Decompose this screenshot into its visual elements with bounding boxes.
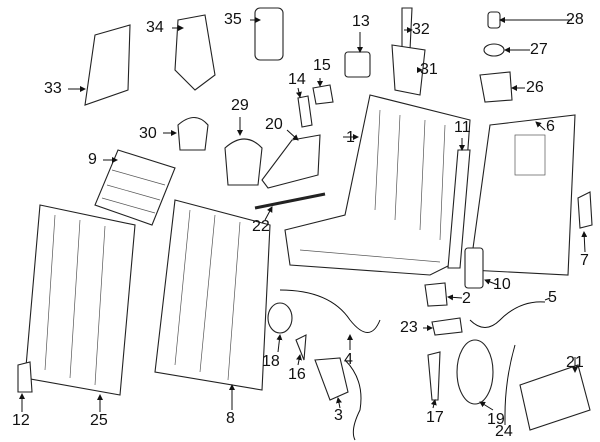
callout-5: 5 [548, 289, 557, 306]
callout-32: 32 [412, 21, 430, 38]
part-3-cable [344, 359, 362, 441]
callout-7: 7 [580, 252, 589, 269]
callout-1: 1 [346, 129, 355, 146]
callout-23: 23 [400, 319, 418, 336]
part-29-headrest [224, 138, 263, 186]
part-31-mechanism [391, 44, 426, 96]
callout-25: 25 [90, 412, 108, 429]
part-27-cap [483, 43, 505, 57]
callout-18: 18 [262, 353, 280, 370]
callout-2: 2 [462, 290, 471, 307]
part-26-handle [479, 71, 513, 103]
callout-20: 20 [265, 116, 283, 133]
callout-26: 26 [526, 79, 544, 96]
part-30-headrest [177, 116, 209, 151]
callout-31: 31 [420, 61, 438, 78]
callout-35: 35 [224, 11, 242, 28]
callout-29: 29 [231, 97, 249, 114]
part-18-cover [267, 302, 293, 334]
part-32-latch [401, 7, 413, 51]
part-24-cable [504, 344, 516, 416]
callout-24: 24 [495, 423, 513, 440]
callout-19: 19 [487, 411, 505, 428]
part-33-headrest-cover [84, 24, 131, 106]
part-22-gas-strut [254, 192, 326, 210]
part-35-armrest [254, 7, 284, 61]
part-6-back-panel [469, 114, 576, 276]
part-34-panel [174, 14, 216, 91]
callout-30: 30 [139, 125, 157, 142]
part-19-cover [456, 339, 494, 405]
part-3-latch [314, 357, 349, 401]
callout-27: 27 [530, 41, 548, 58]
callout-14: 14 [288, 71, 306, 88]
part-5-cable [469, 301, 546, 328]
part-2-latch [424, 282, 448, 307]
callout-9: 9 [88, 151, 97, 168]
callout-8: 8 [226, 410, 235, 427]
callout-34: 34 [146, 19, 164, 36]
part-12-cover [17, 361, 33, 393]
callout-16: 16 [288, 366, 306, 383]
part-21-side-cover [519, 364, 591, 431]
callout-10: 10 [493, 276, 511, 293]
part-7-cover [577, 191, 593, 229]
part-13-bracket [344, 51, 371, 78]
callout-4: 4 [344, 351, 353, 368]
callout-13: 13 [352, 13, 370, 30]
callout-15: 15 [313, 57, 331, 74]
callout-17: 17 [426, 409, 444, 426]
callout-11: 11 [454, 119, 471, 136]
part-20-bracket [261, 134, 321, 189]
callout-3: 3 [334, 407, 343, 424]
part-28-knob [487, 11, 501, 29]
callout-12: 12 [12, 412, 30, 429]
callout-6: 6 [546, 118, 555, 135]
leader-lines [19, 17, 588, 425]
part-8-seat-back-cushion [154, 199, 271, 391]
callout-28: 28 [566, 11, 584, 28]
part-14-clip [297, 95, 313, 128]
callout-22: 22 [252, 218, 270, 235]
part-17-trim [427, 351, 441, 401]
part-25-seat-back-cover [24, 204, 136, 396]
callout-21: 21 [566, 354, 584, 371]
part-4-cable [279, 289, 381, 333]
part-15-clip [312, 84, 334, 105]
part-11-trim [447, 149, 471, 269]
callout-33: 33 [44, 80, 62, 97]
part-23-handle [431, 317, 463, 336]
part-9-heating-pad [94, 149, 176, 226]
part-16-clip [295, 334, 307, 361]
part-10-cover [464, 247, 484, 289]
